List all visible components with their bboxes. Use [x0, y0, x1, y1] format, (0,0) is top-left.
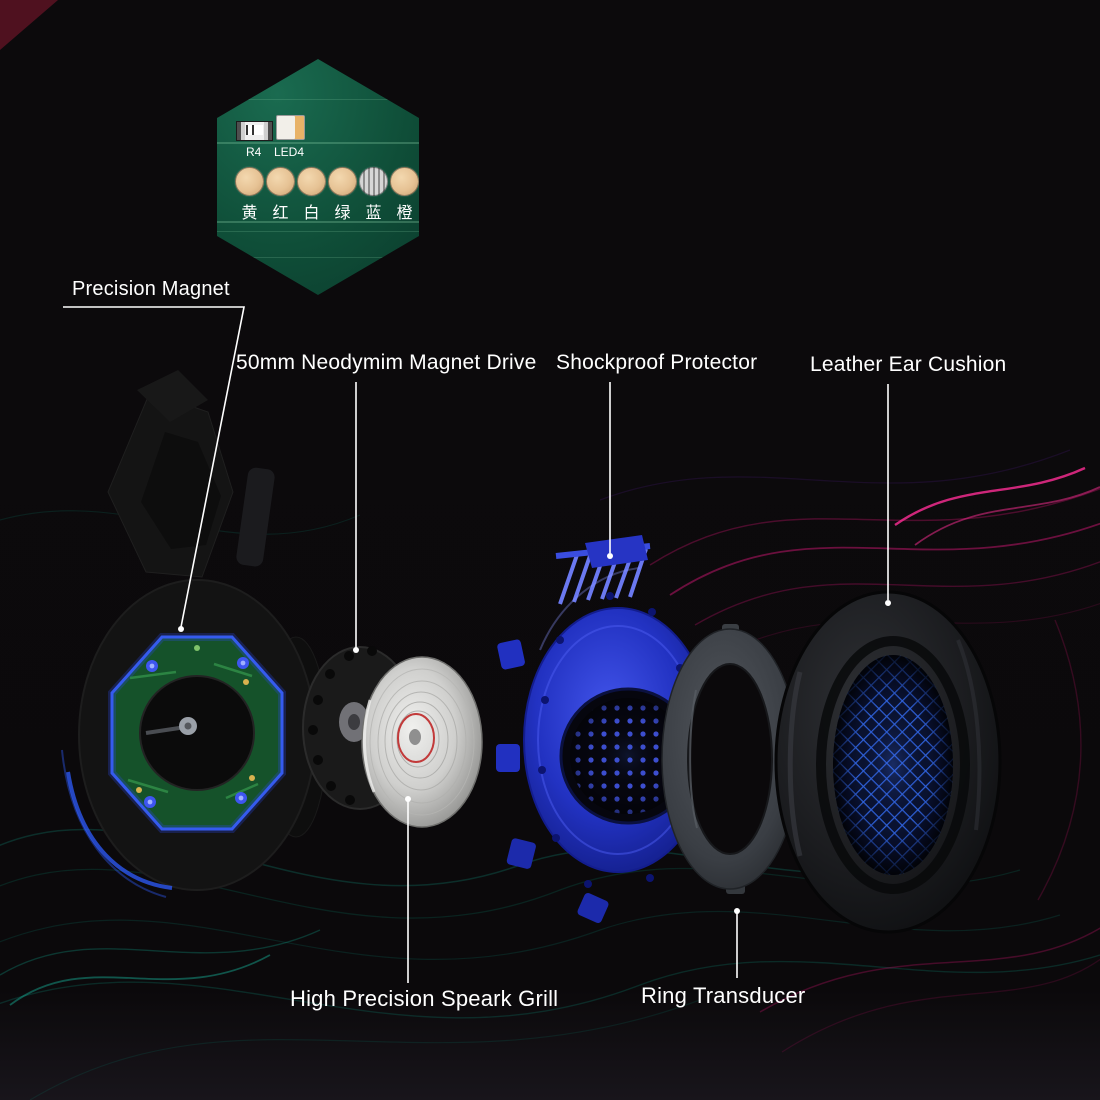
pad-labels: 黄 红 白 绿 蓝 橙	[235, 199, 419, 223]
pcb-trace	[217, 231, 419, 232]
pcb-trace	[217, 257, 419, 258]
label-magnet-drive: 50mm Neodymim Magnet Drive	[236, 351, 537, 374]
pad-label-blue: 蓝	[365, 203, 382, 222]
pad-label-red: 红	[272, 203, 289, 222]
pad-row	[235, 167, 419, 196]
label-leather-ear-cushion: Leather Ear Cushion	[810, 353, 1007, 376]
callout-lines	[63, 306, 889, 983]
r4-label: R4	[246, 145, 262, 159]
ear-cushion	[774, 590, 1002, 934]
pad-yellow	[235, 167, 264, 196]
resistor-component	[236, 121, 273, 141]
speaker-grill	[361, 656, 483, 828]
pcb-trace	[217, 99, 419, 100]
corner-accent	[0, 0, 58, 50]
callout-dots	[178, 553, 891, 914]
label-speaker-grill: High Precision Speark Grill	[290, 986, 559, 1011]
pad-green	[328, 167, 357, 196]
pcb-trace	[217, 142, 419, 144]
pad-label-yellow: 黄	[241, 203, 258, 222]
resistor-marking	[246, 125, 263, 135]
pad-label-orange: 橙	[396, 203, 413, 222]
pad-orange	[390, 167, 419, 196]
label-ring-transducer: Ring Transducer	[641, 983, 806, 1008]
pcb-trace	[217, 221, 419, 223]
led-component	[276, 115, 305, 140]
label-shockproof-protector: Shockproof Protector	[556, 351, 758, 374]
pad-white	[297, 167, 326, 196]
pad-label-green: 绿	[334, 203, 351, 222]
pad-label-white: 白	[303, 203, 320, 222]
shockproof-protector	[496, 535, 713, 923]
pad-red	[266, 167, 295, 196]
led4-label: LED4	[274, 145, 305, 159]
ring-transducer-part	[661, 624, 799, 894]
earcup-shell	[61, 370, 328, 898]
pad-blue	[359, 167, 388, 196]
label-precision-magnet: Precision Magnet	[72, 278, 230, 300]
